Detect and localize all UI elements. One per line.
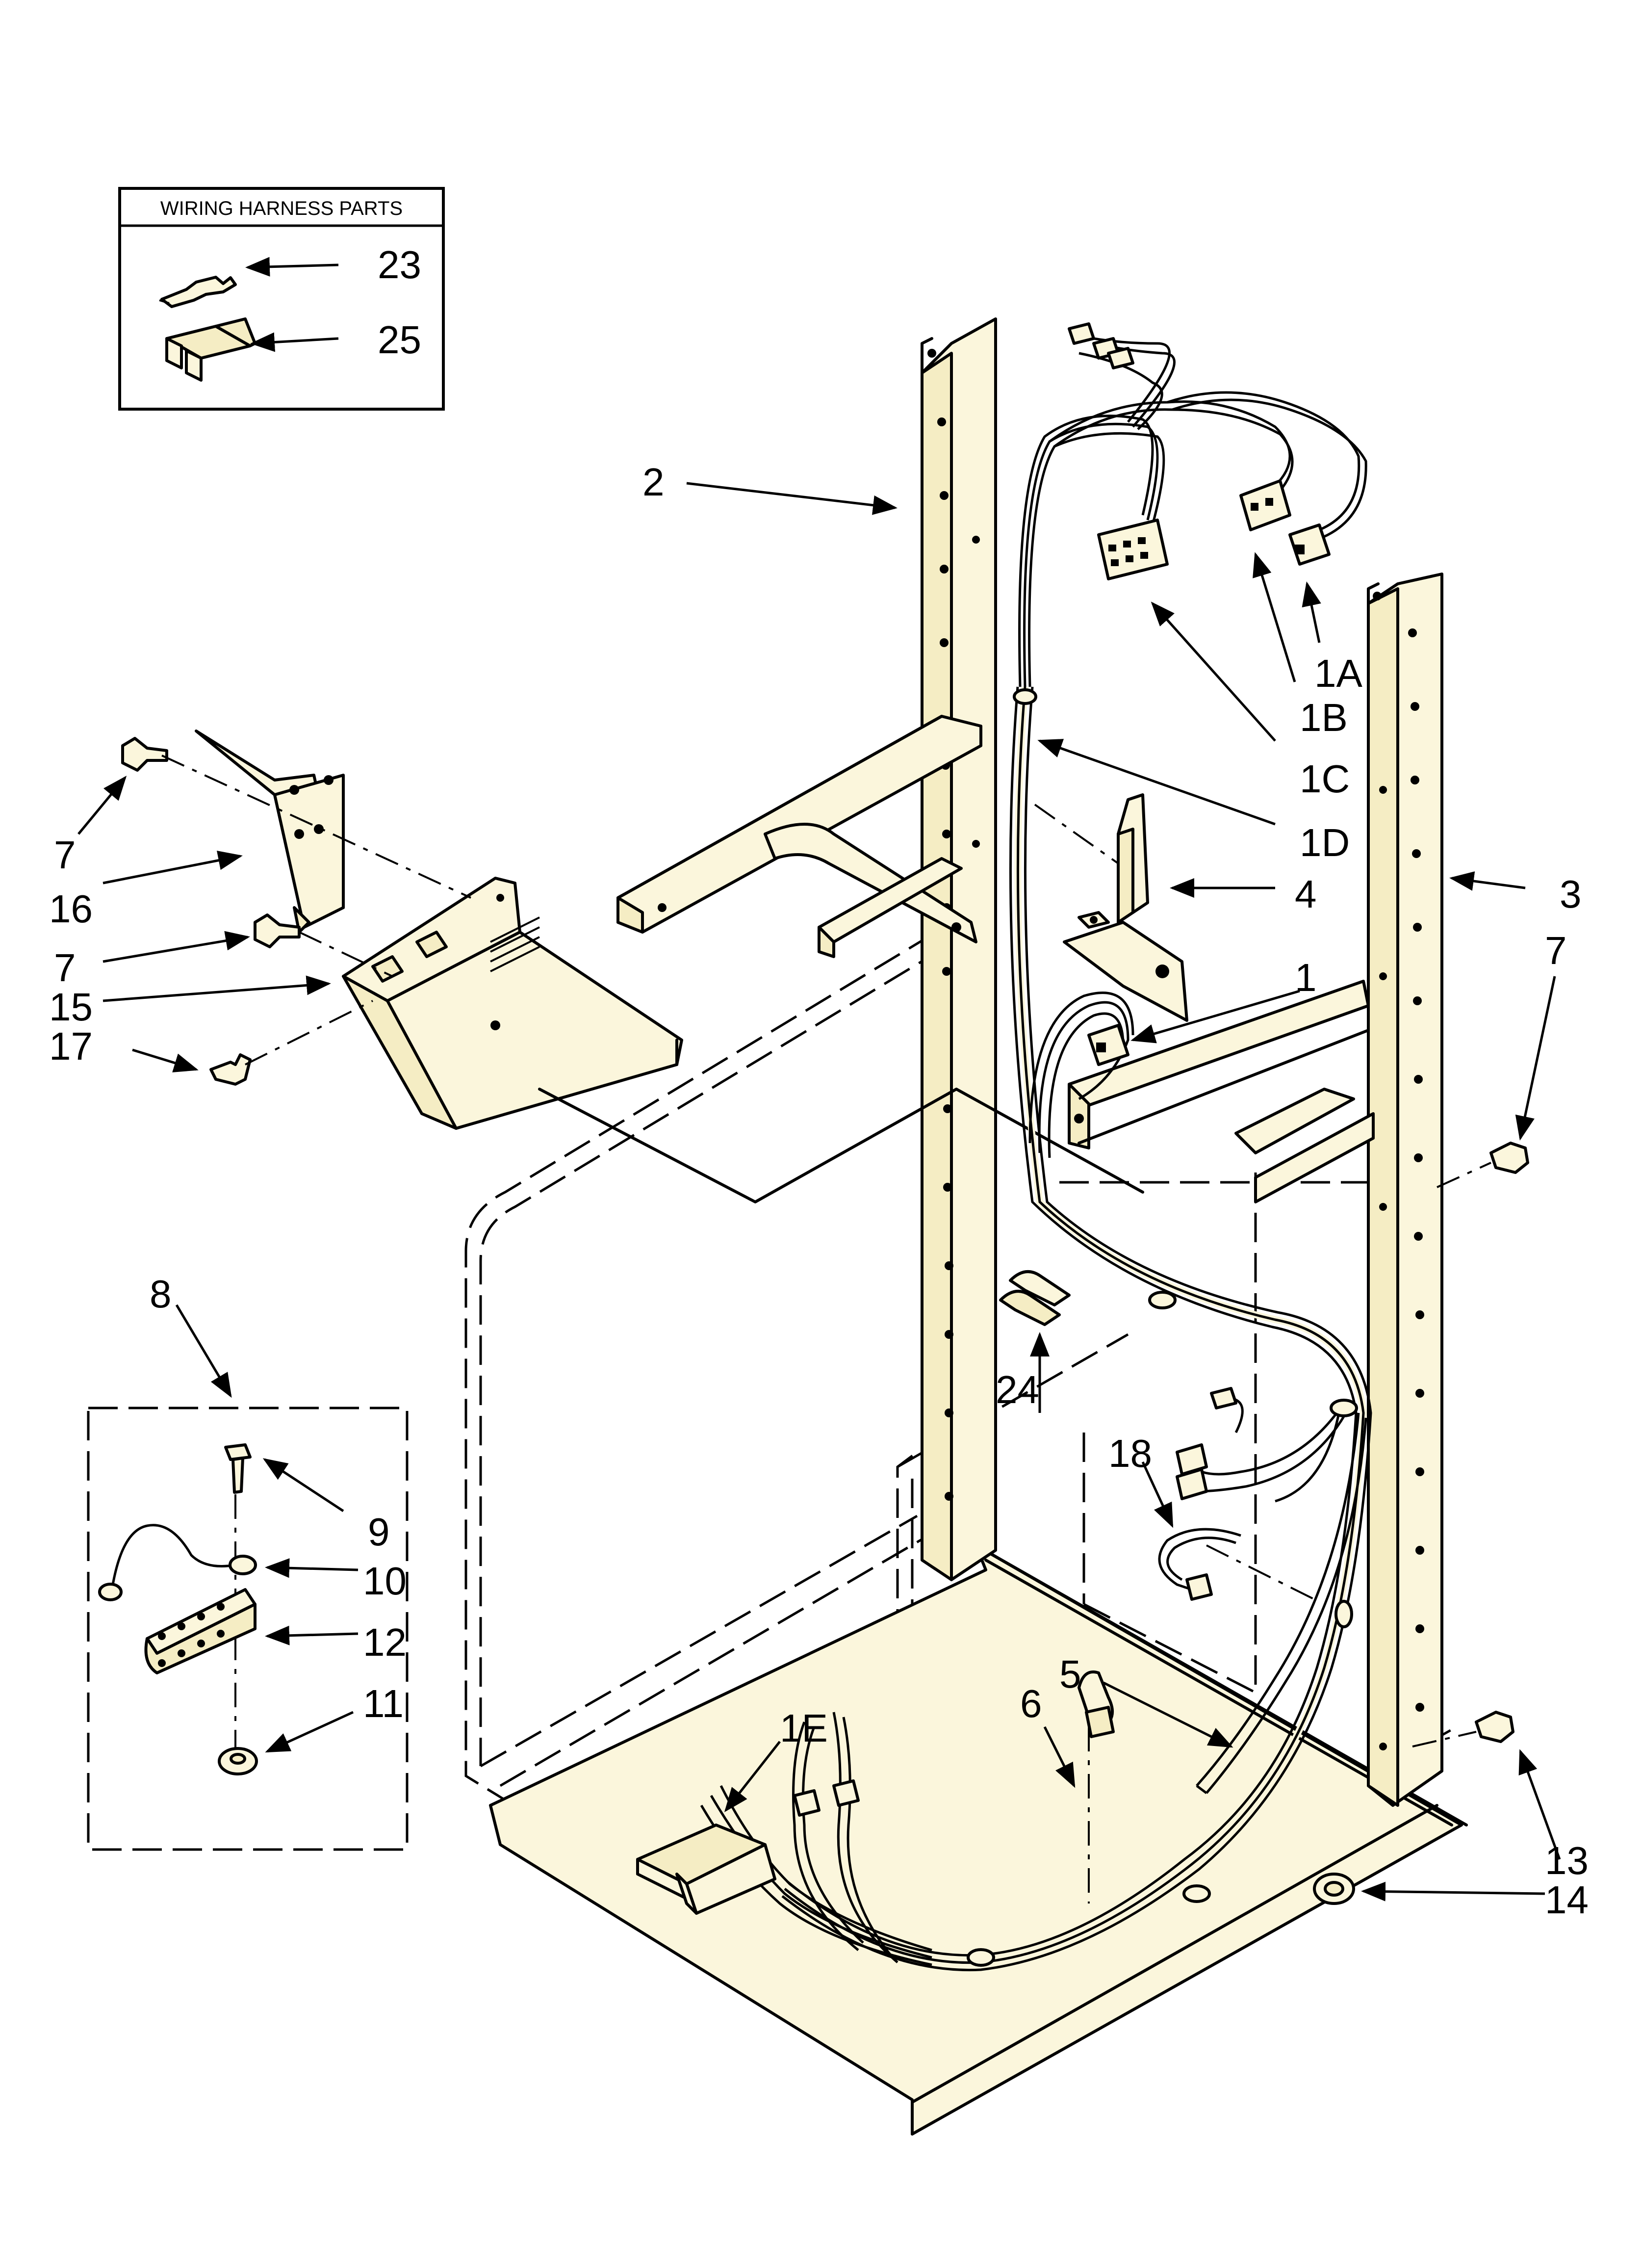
callout-9: 9: [368, 1510, 390, 1554]
connector-1C-icon: [1097, 519, 1169, 580]
harness-ties: [967, 688, 1358, 1967]
callout-12: 12: [363, 1620, 407, 1664]
screw-top-left-icon: [121, 737, 168, 772]
left-upright-column: [921, 317, 997, 1581]
callout-15: 15: [49, 985, 93, 1029]
connector-1A-icon: [1288, 523, 1331, 566]
callout-7-top: 7: [54, 833, 76, 877]
alignment-line-b: [299, 931, 393, 977]
alignment-line-e: [1437, 1162, 1491, 1188]
ground-screw-icon: [224, 1443, 252, 1494]
screw-housing-icon: [209, 1053, 252, 1086]
callout-17: 17: [49, 1024, 93, 1068]
alignment-line-h: [1206, 1544, 1315, 1600]
wire-clip-icon: [999, 1270, 1071, 1326]
screw-mid-left-icon: [254, 913, 301, 948]
right-column-holes: [1379, 628, 1424, 1750]
connector-1B-icon: [1239, 479, 1291, 531]
tie-strap-icon: [1158, 1528, 1241, 1601]
leader-arrows: [77, 482, 1561, 1902]
terminal-part-icon: [159, 276, 237, 308]
callout-5: 5: [1059, 1652, 1081, 1696]
base-pan: [489, 1544, 1468, 2136]
callout-11: 11: [363, 1682, 404, 1725]
ground-nut-icon: [218, 1747, 258, 1775]
connectors-right-branch-icon: [1176, 1387, 1237, 1500]
control-housing: [342, 877, 683, 1130]
right-upright-column: [1367, 573, 1443, 1807]
small-connectors-top-icon: [1068, 322, 1134, 369]
wiring-harness-parts-box: WIRING HARNESS PARTS: [118, 187, 445, 411]
cross-brace: [616, 715, 982, 958]
callout-8: 8: [150, 1272, 172, 1316]
callout-2: 2: [642, 460, 665, 504]
ground-kit-box: [87, 1407, 409, 1851]
callout-3: 3: [1560, 872, 1582, 916]
callout-1A: 1A: [1314, 652, 1362, 695]
alignment-line-c: [245, 1000, 373, 1066]
callout-10: 10: [363, 1559, 407, 1603]
callout-7-mid: 7: [54, 946, 76, 990]
callout-24: 24: [996, 1368, 1039, 1411]
callout-14: 14: [1545, 1878, 1589, 1922]
right-cross-brace: [1068, 980, 1375, 1203]
screw-right-column-icon: [1489, 1142, 1529, 1174]
callout-4: 4: [1295, 872, 1317, 916]
callout-25: 25: [378, 318, 421, 362]
callout-23: 23: [378, 243, 421, 287]
connector-part-icon: [165, 317, 257, 382]
mounting-bracket: [1063, 793, 1188, 1022]
screw-lower-right-icon: [1475, 1711, 1514, 1743]
callout-1: 1: [1295, 956, 1317, 999]
cabinet-outline: [464, 911, 1458, 2042]
callout-16: 16: [49, 887, 93, 931]
callout-6: 6: [1020, 1682, 1042, 1725]
wiring-harness-parts-title: WIRING HARNESS PARTS: [160, 198, 403, 219]
control-bracket: [195, 730, 345, 934]
callout-1E: 1E: [780, 1706, 828, 1750]
alignment-line-a: [161, 755, 471, 899]
ground-strap-icon: [144, 1588, 257, 1674]
callout-18: 18: [1108, 1432, 1152, 1475]
alignment-line-f: [1412, 1731, 1477, 1747]
callout-7-right: 7: [1545, 929, 1567, 972]
callout-1C: 1C: [1300, 757, 1350, 801]
callout-1B: 1B: [1300, 696, 1348, 739]
housing-leader-line: [538, 1088, 1144, 1203]
harness-clip-icon: [1078, 1670, 1115, 1738]
connector-1E-icon: [636, 1779, 860, 1915]
connector-1-icon: [1087, 1024, 1129, 1066]
ground-wire-icon: [98, 1524, 257, 1601]
nut-washer-icon: [1313, 1873, 1355, 1905]
wiring-harness: [700, 322, 1372, 1972]
callout-1D: 1D: [1300, 821, 1350, 864]
callout-labels: 23 25 2 1A 1B 1C 1D 4 3 7 1 7 16 7 15 17…: [49, 243, 1589, 1922]
callout-13: 13: [1545, 1839, 1589, 1882]
alignment-line-d: [1034, 804, 1119, 864]
